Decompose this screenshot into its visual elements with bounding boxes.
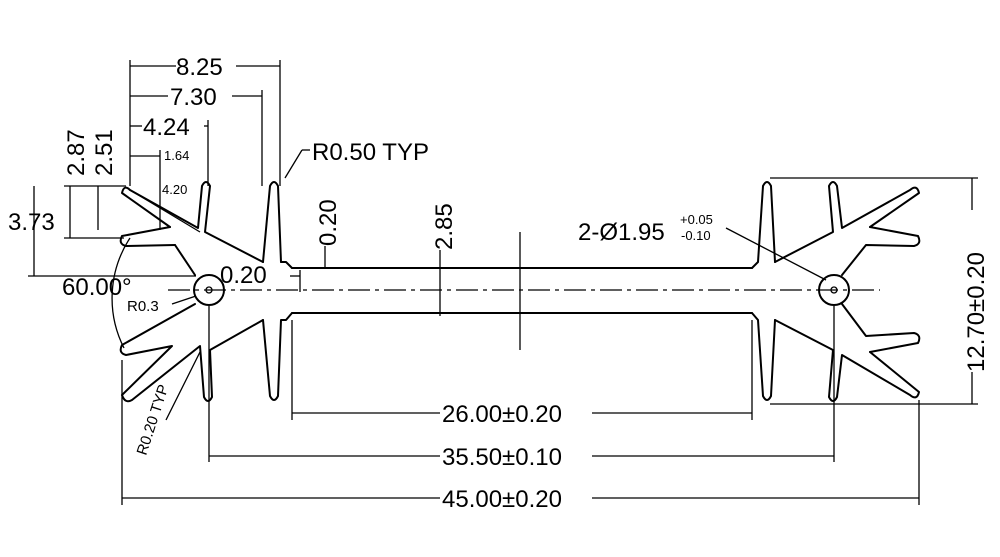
dim-0-20-horizontal: 0.20	[220, 262, 267, 289]
dim-8-25: 8.25	[176, 54, 223, 81]
bottom-dimensions: 26.00±0.20 35.50±0.10 45.00±0.20	[121, 306, 920, 513]
dim-2-87: 2.87	[63, 129, 90, 176]
hole-callout: 2-Ø1.95 +0.05 -0.10	[578, 212, 827, 281]
center-lines	[168, 232, 880, 350]
hole-diameter-label: 2-Ø1.95	[578, 219, 665, 246]
top-left-dimensions: 8.25 7.30 4.24 1.64 4.20 2.87 2.51 3.73	[8, 54, 281, 277]
dim-2-85: 2.85	[431, 203, 458, 250]
hole-tolerance-upper: +0.05	[680, 212, 713, 227]
dim-4-24: 4.24	[143, 114, 190, 141]
radius-r0-50-typ: R0.50 TYP	[312, 139, 429, 166]
wall-thickness-dims: 0.20 0.20 2.85	[220, 199, 458, 292]
right-dimension: 12.70±0.20	[770, 177, 990, 405]
radius-r0-3: R0.3	[127, 298, 159, 315]
dim-45-00: 45.00±0.20	[442, 486, 562, 513]
angle-60: 60.00°	[62, 274, 132, 301]
heatsink-outline	[119, 181, 921, 403]
dim-7-30: 7.30	[170, 84, 217, 111]
dim-3-73: 3.73	[8, 209, 55, 236]
dim-1-64: 1.64	[164, 148, 189, 163]
dim-4-20: 4.20	[162, 182, 187, 197]
dim-26-00: 26.00±0.20	[442, 401, 562, 428]
dim-0-20-vertical: 0.20	[315, 199, 342, 246]
dim-12-70: 12.70±0.20	[963, 252, 990, 372]
hole-tolerance-lower: -0.10	[681, 228, 711, 243]
dim-35-50: 35.50±0.10	[442, 444, 562, 471]
dim-2-51: 2.51	[91, 129, 118, 176]
angle-radius-annotations: 60.00° R0.3 R0.20 TYP R0.50 TYP	[62, 139, 429, 457]
